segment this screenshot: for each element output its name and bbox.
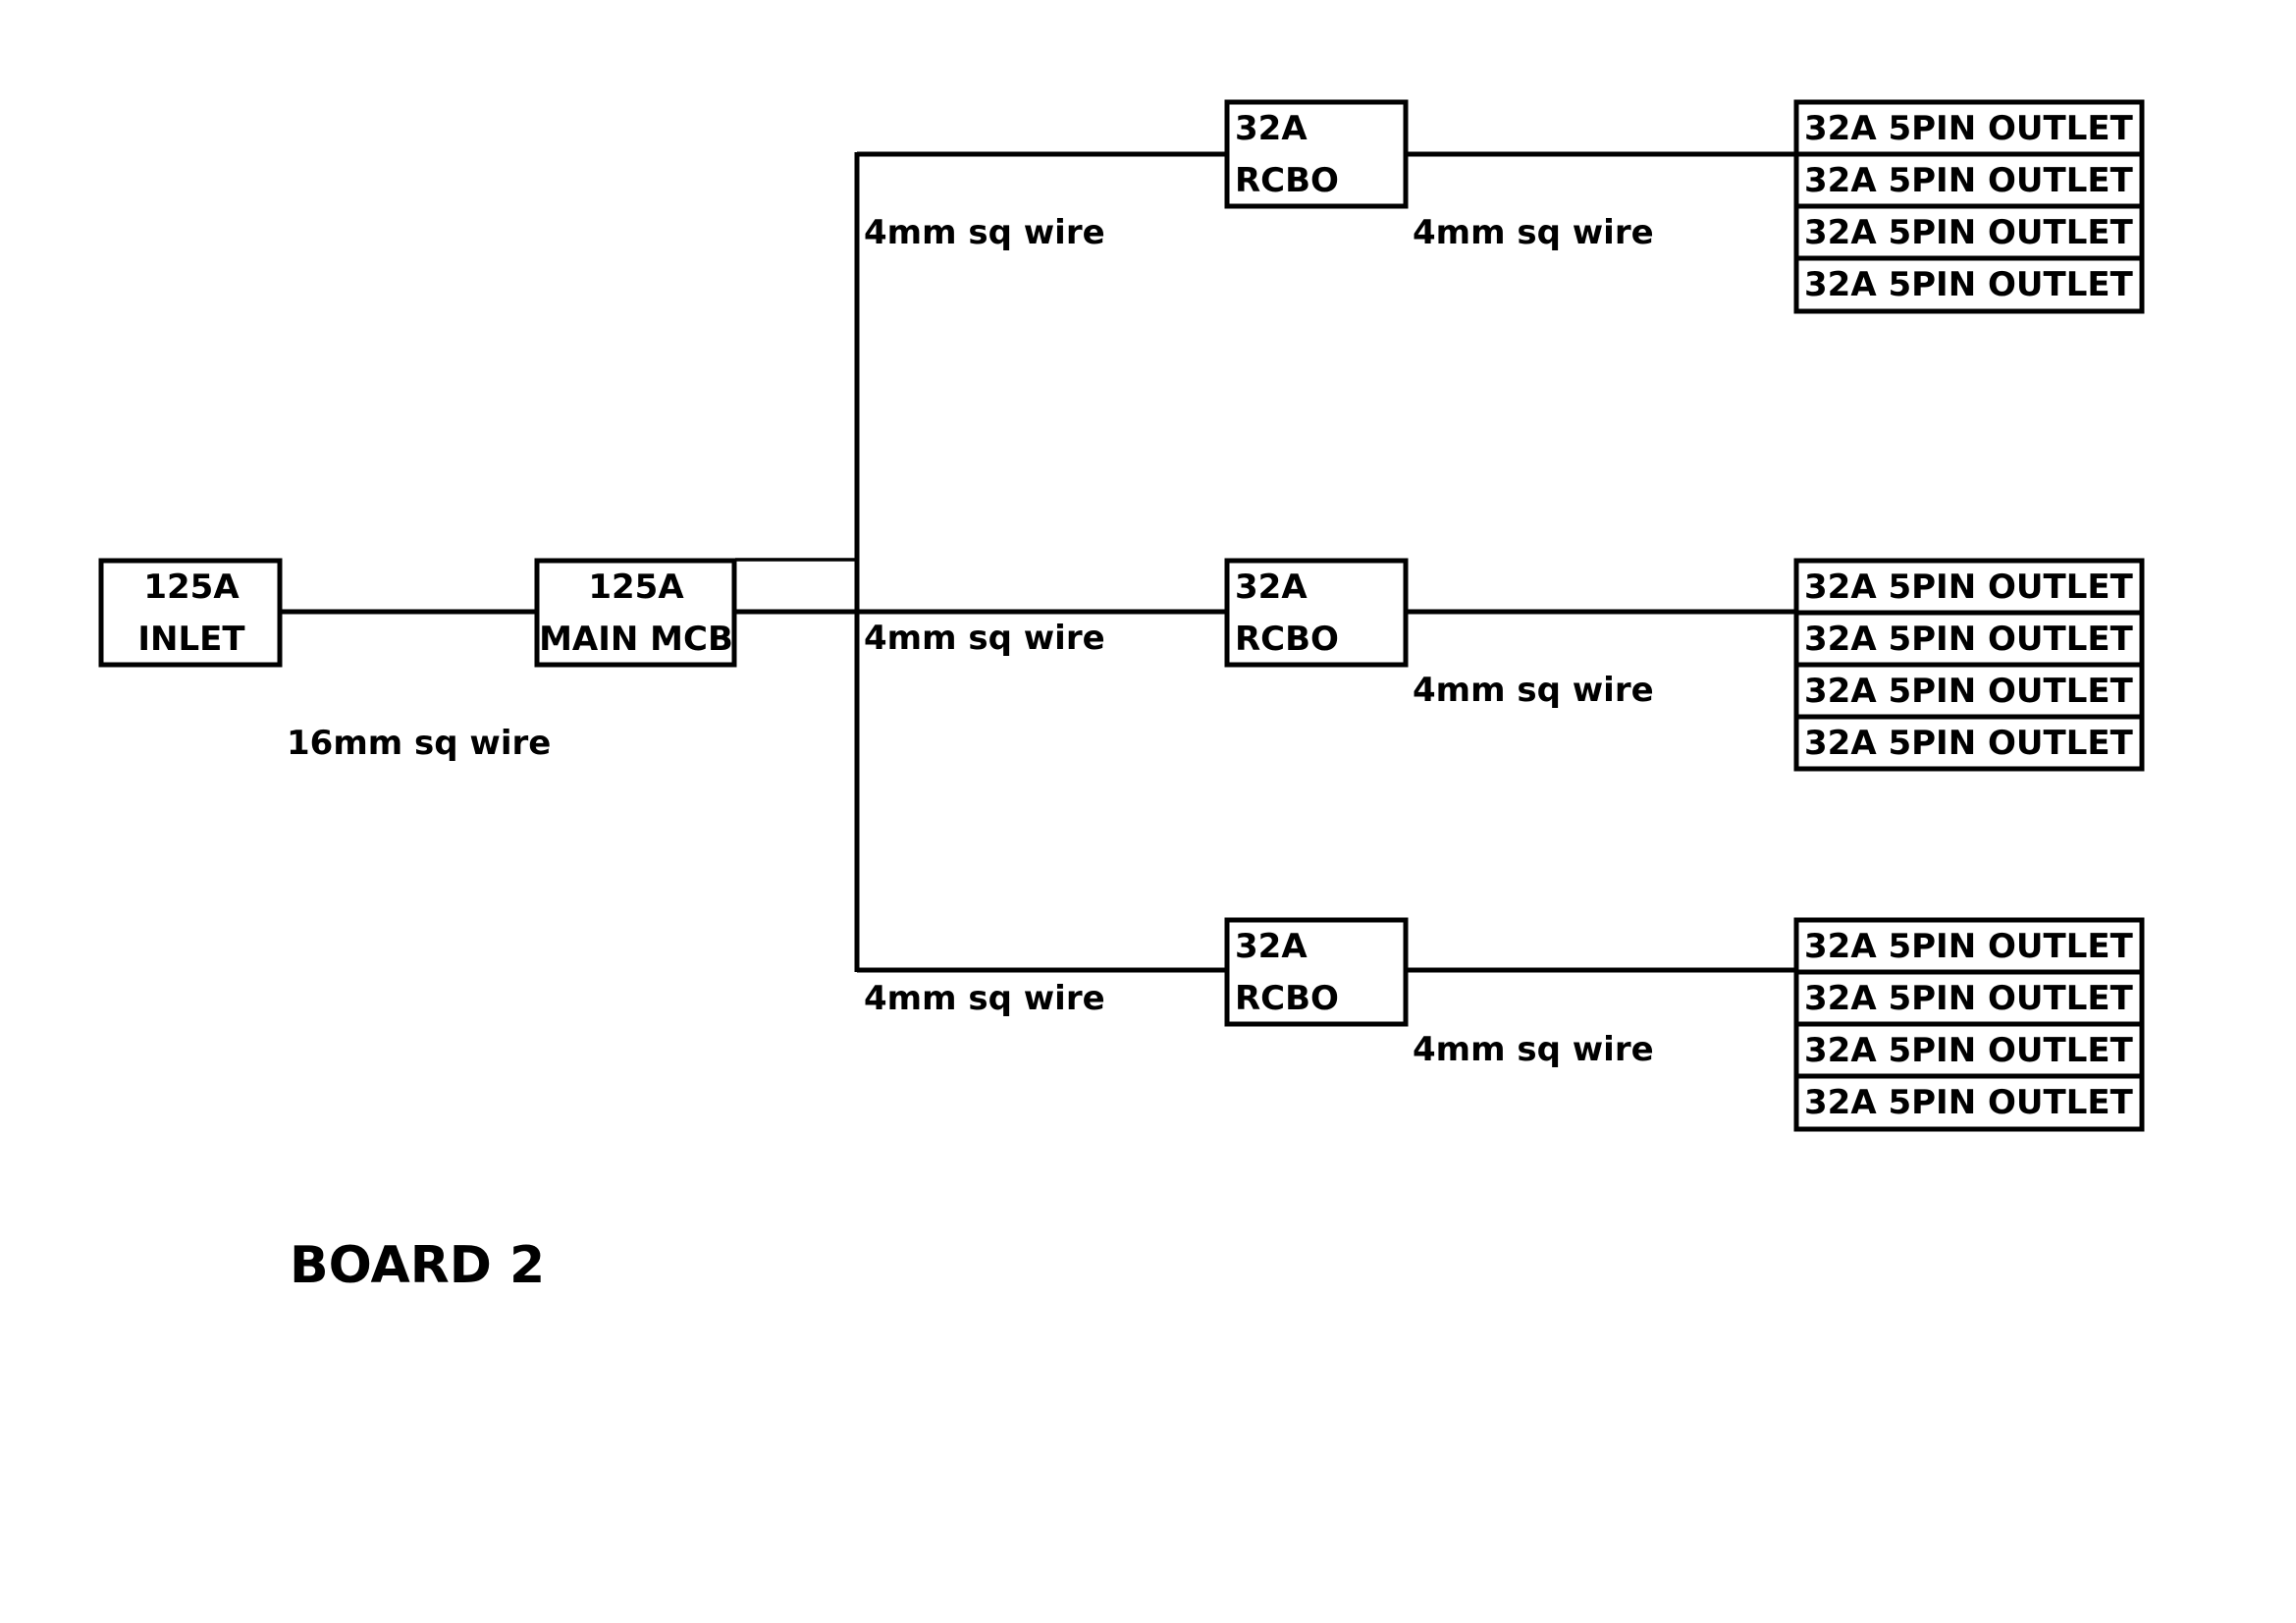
main-mcb-name: MAIN MCB bbox=[539, 620, 733, 659]
board-title: BOARD 2 bbox=[290, 1236, 545, 1295]
rcbo-box: 32A RCBO bbox=[1224, 917, 1409, 1027]
main-mcb-rating: 125A bbox=[588, 568, 684, 607]
rcbo-rating: 32A bbox=[1235, 109, 1308, 148]
outlet-label: 32A 5PIN OUTLET bbox=[1804, 265, 2134, 304]
rcbo-rating: 32A bbox=[1235, 927, 1308, 966]
inlet-box: 125A INLET bbox=[98, 558, 283, 668]
wires bbox=[282, 151, 1796, 973]
circuit-2: 4mm sq wire 32A RCBO 4mm sq wire 32A 5PI… bbox=[864, 558, 2145, 772]
outlet-label: 32A 5PIN OUTLET bbox=[1804, 620, 2134, 659]
inlet-name: INLET bbox=[137, 620, 245, 659]
outlet-label: 32A 5PIN OUTLET bbox=[1804, 1083, 2134, 1122]
outlet-wire-label: 4mm sq wire bbox=[1413, 671, 1654, 710]
rcbo-rating: 32A bbox=[1235, 568, 1308, 607]
rcbo-name: RCBO bbox=[1235, 161, 1339, 200]
outlet-label: 32A 5PIN OUTLET bbox=[1804, 724, 2134, 763]
branch-wire-label: 4mm sq wire bbox=[864, 213, 1105, 252]
circuit-3: 4mm sq wire 32A RCBO 4mm sq wire 32A 5PI… bbox=[864, 917, 2145, 1132]
outlet-label: 32A 5PIN OUTLET bbox=[1804, 568, 2134, 607]
outlet-label: 32A 5PIN OUTLET bbox=[1804, 1031, 2134, 1070]
branch-wire-label: 4mm sq wire bbox=[864, 619, 1105, 658]
feed-wire-label: 16mm sq wire bbox=[287, 724, 551, 763]
outlet-stack: 32A 5PIN OUTLET 32A 5PIN OUTLET 32A 5PIN… bbox=[1793, 99, 2145, 314]
outlet-label: 32A 5PIN OUTLET bbox=[1804, 672, 2134, 711]
outlet-label: 32A 5PIN OUTLET bbox=[1804, 213, 2134, 252]
outlet-label: 32A 5PIN OUTLET bbox=[1804, 979, 2134, 1018]
rcbo-box: 32A RCBO bbox=[1224, 99, 1409, 209]
branch-wire-label: 4mm sq wire bbox=[864, 979, 1105, 1018]
inlet-rating: 125A bbox=[143, 568, 240, 607]
rcbo-box: 32A RCBO bbox=[1224, 558, 1409, 668]
outlet-wire-label: 4mm sq wire bbox=[1413, 213, 1654, 252]
outlet-wire-label: 4mm sq wire bbox=[1413, 1030, 1654, 1069]
main-mcb-box: 125A MAIN MCB bbox=[534, 558, 737, 668]
outlet-stack: 32A 5PIN OUTLET 32A 5PIN OUTLET 32A 5PIN… bbox=[1793, 917, 2145, 1132]
outlet-label: 32A 5PIN OUTLET bbox=[1804, 161, 2134, 200]
outlet-stack: 32A 5PIN OUTLET 32A 5PIN OUTLET 32A 5PIN… bbox=[1793, 558, 2145, 772]
outlet-label: 32A 5PIN OUTLET bbox=[1804, 109, 2134, 148]
rcbo-name: RCBO bbox=[1235, 620, 1339, 659]
outlet-label: 32A 5PIN OUTLET bbox=[1804, 927, 2134, 966]
circuit-1: 4mm sq wire 32A RCBO 4mm sq wire 32A 5PI… bbox=[864, 99, 2145, 314]
rcbo-name: RCBO bbox=[1235, 979, 1339, 1018]
